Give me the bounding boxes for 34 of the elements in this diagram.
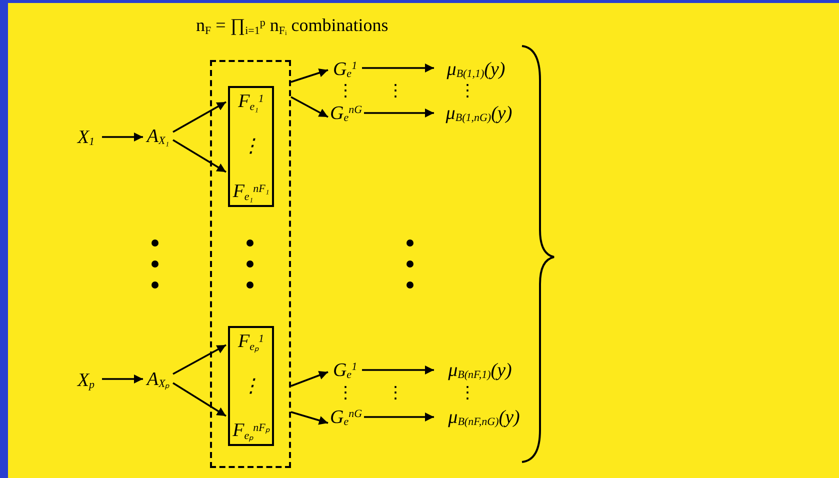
math-term: A$_{Xₚ}$	[143, 363, 173, 395]
arrow	[172, 344, 226, 375]
math-term: μ$_{B(nF,nG)}$(y)	[434, 402, 534, 432]
fuzzy-set-box	[228, 86, 274, 207]
dashed-group-box	[210, 60, 291, 468]
vertical-ellipsis: ⋮	[337, 384, 354, 401]
arrow	[290, 96, 328, 118]
vertical-ellipsis: ⋮	[337, 82, 354, 99]
vertical-ellipsis: ⋮	[387, 384, 404, 401]
math-term: μ$_{B(1,nG)}$(y)	[434, 98, 524, 128]
math-term: X$_{p}$	[70, 365, 102, 395]
vertical-ellipsis: ⋮	[459, 82, 476, 99]
arrow	[364, 412, 434, 422]
vertical-ellipsis: ⋮	[387, 82, 404, 99]
arrow	[362, 366, 434, 374]
title-formula: n$_{F}$ = ∏$_{i=1}$$^{p}$ n$_{Fᵢ}$ combinations	[196, 14, 388, 39]
math-term: A$_{X₁}$	[143, 121, 173, 151]
arrow	[172, 382, 226, 417]
arrow	[362, 64, 434, 72]
arrow	[172, 139, 226, 173]
math-term: μ$_{B(1,1)}$(y)	[434, 54, 518, 84]
arrow	[364, 108, 434, 118]
math-term: X$_{1}$	[70, 123, 102, 151]
arrow	[290, 411, 328, 425]
vertical-ellipsis: ⋮	[459, 384, 476, 401]
arrow	[102, 132, 143, 142]
arrow	[102, 374, 143, 384]
math-term: μ$_{B(nF,1)}$(y)	[434, 355, 526, 385]
arrow	[172, 101, 226, 133]
arrow	[290, 370, 328, 387]
fuzzy-set-box	[228, 326, 274, 446]
math-term: ⋮	[242, 137, 260, 156]
math-term: ⋮	[242, 376, 260, 396]
arrow	[290, 68, 328, 83]
